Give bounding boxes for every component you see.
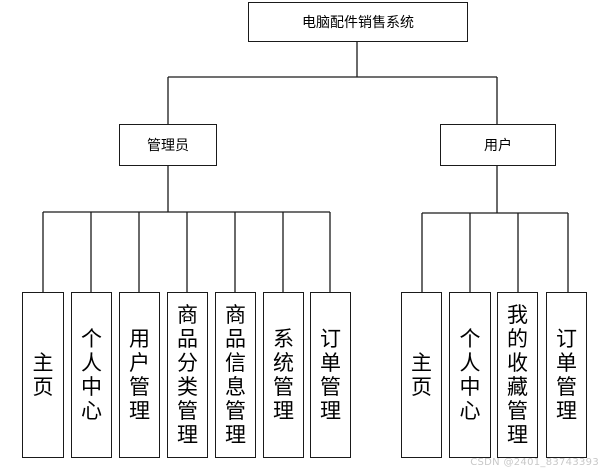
user-child-favorites-mgmt: 我的收藏管理 xyxy=(497,292,538,458)
admin-node: 管理员 xyxy=(119,124,217,166)
admin-child-profile-label: 个人中心 xyxy=(81,326,102,424)
admin-child-product-mgmt-label: 商品信息管理 xyxy=(225,302,246,448)
user-child-home: 主页 xyxy=(401,292,442,458)
user-child-order-mgmt-label: 订单管理 xyxy=(556,326,577,424)
admin-node-label: 管理员 xyxy=(147,138,189,154)
user-child-order-mgmt: 订单管理 xyxy=(546,292,587,458)
user-node: 用户 xyxy=(440,124,556,166)
admin-child-home-label: 主页 xyxy=(32,350,54,399)
admin-child-product-mgmt: 商品信息管理 xyxy=(215,292,256,458)
admin-child-system-mgmt-label: 系统管理 xyxy=(273,326,294,424)
user-child-home-label: 主页 xyxy=(411,350,432,399)
admin-child-order-mgmt-label: 订单管理 xyxy=(320,326,341,424)
admin-child-system-mgmt: 系统管理 xyxy=(263,292,304,458)
admin-child-category-mgmt: 商品分类管理 xyxy=(167,292,208,458)
user-node-label: 用户 xyxy=(484,138,512,154)
user-child-profile: 个人中心 xyxy=(449,292,491,458)
user-child-profile-label: 个人中心 xyxy=(459,326,481,424)
admin-child-user-mgmt-label: 用户管理 xyxy=(129,326,150,424)
admin-child-order-mgmt: 订单管理 xyxy=(310,292,351,458)
watermark-text: CSDN @2401_83743393 xyxy=(470,457,599,468)
root-node-label: 电脑配件销售系统 xyxy=(302,15,414,31)
admin-child-home: 主页 xyxy=(22,292,64,458)
admin-child-profile: 个人中心 xyxy=(71,292,112,458)
admin-child-user-mgmt: 用户管理 xyxy=(119,292,160,458)
admin-child-category-mgmt-label: 商品分类管理 xyxy=(177,302,198,448)
user-child-favorites-mgmt-label: 我的收藏管理 xyxy=(507,302,528,448)
root-node: 电脑配件销售系统 xyxy=(248,2,468,42)
